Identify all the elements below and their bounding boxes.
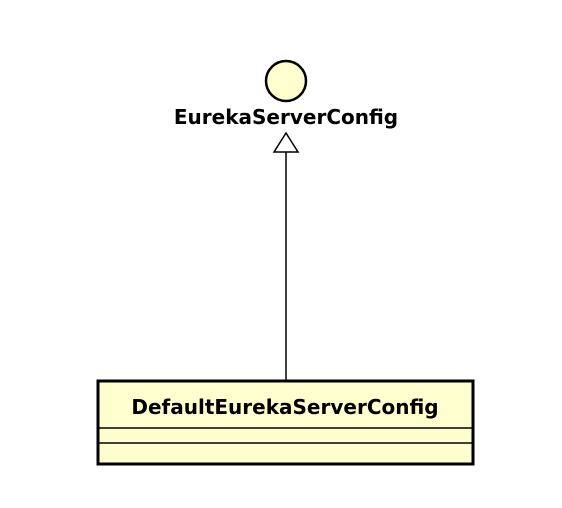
class-name-label: DefaultEurekaServerConfig	[131, 395, 438, 419]
realization-arrowhead	[272, 131, 300, 153]
interface-lollipop-icon	[264, 59, 308, 103]
class-box-frame	[96, 379, 475, 466]
class-box: DefaultEurekaServerConfig	[96, 379, 475, 466]
interface-name-label: EurekaServerConfig	[174, 105, 398, 129]
